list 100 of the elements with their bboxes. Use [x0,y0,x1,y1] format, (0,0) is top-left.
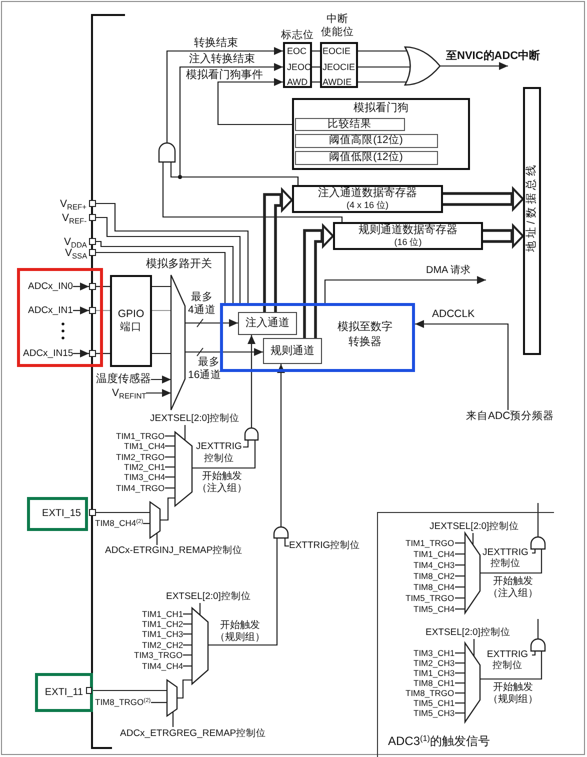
enable-bit-label: AWDIE [320,76,358,88]
signal-label: EXTI_11 [44,686,84,698]
arrow [415,320,509,410]
signal-label: 来自ADC预分频器 [466,410,554,423]
arrow [73,306,89,314]
pin-square [89,238,96,245]
field-label: 比较结果 [328,118,372,130]
bus-arrow [482,224,524,248]
connector-line [165,476,175,478]
connector-line [284,538,289,547]
signal-label: TIM3_CH1 [414,648,455,658]
connector-line [160,497,175,521]
connector-line [472,533,474,545]
signal-label: TIM4_CH4 [142,661,184,671]
connector-line [165,466,175,468]
edge-label: 注入转换结束 [189,53,255,66]
arrow [185,319,238,327]
signal-label: TIM1_CH3 [142,629,184,639]
connector-line [165,487,175,489]
connector-line [156,533,158,545]
control-label: JEXTTRIG控制位 [480,546,532,570]
control-label: EXTTRIG控制位 [289,540,360,552]
signal-label: TIM8_CH4 [414,582,455,592]
signal-label: EXTI_15 [42,508,81,520]
edge-label: 转换结束 [194,37,238,50]
signal-label: TIM3_CH4 [124,472,166,482]
control-label: ADCx-ETRGINJ_REMAP控制位 [105,545,243,557]
flag-bit-label: JEOC [283,61,312,73]
mux-label: 模拟多路开关 [146,258,212,271]
edge-label: 开始触发（规则组） [487,682,539,706]
edge-label: 模拟看门狗事件 [186,68,263,82]
arrow [73,350,89,358]
connector-line [92,690,167,692]
edge-label: 开始触发（注入组） [196,471,248,495]
arrow [185,348,263,356]
connector-line [184,425,186,440]
connector-line [455,712,465,714]
flag-bit-label: EOC [283,45,312,57]
control-label: JEXTTRIG控制位 [195,441,243,465]
channel-box [263,338,322,364]
control-label: EXTSEL[2:0]控制位 [166,591,251,603]
adc-block [220,303,415,372]
edge-label: 最多16通道 [188,356,222,382]
signal-label: TIM2_TRGO [116,452,165,462]
connector-line [480,549,542,574]
connector-line [455,662,465,664]
bus-arrow [442,188,524,210]
connector-line [358,66,410,68]
connector-line [165,445,175,447]
signal-label: TIM1_TRGO [116,431,165,441]
connector-line [165,435,175,437]
pin-square [86,686,92,694]
signal-label: TIM8_TRGO$^{(2)}$ [95,697,151,708]
highlight-frame [27,497,88,531]
block-label: GPIO端口 [117,308,145,334]
register-box [292,185,443,213]
connector-line [152,352,171,354]
signal-label: TIM1_CH2 [142,619,184,629]
pin-square [89,307,96,314]
connector-line [243,440,249,448]
connector-line [480,651,542,680]
connector-line [152,310,171,312]
connector-line [96,216,241,303]
signal-label: TIM5_TRGO [406,592,454,602]
connector-line [455,702,465,704]
register-title: 注入通道数据寄存器 [318,186,417,200]
connector-line [537,619,539,639]
register-size: (4 x 16 位) [346,200,388,212]
arrow [146,389,171,397]
connector-line [537,503,539,537]
connector-line [358,50,407,52]
connector-line [96,202,249,303]
highlight-frame [35,673,93,712]
edge-label: 开始触发（注入组） [487,576,539,600]
channel-box [238,312,297,335]
enable-bit-label: EOCIE [320,45,358,57]
connector-line [455,542,465,544]
control-label: JEXTSEL[2:0]控制位 [430,520,520,532]
signal-label: TIM5_CH1 [414,698,455,708]
bus-arrow [263,188,293,314]
edge-label: ADCCLK [432,308,475,320]
pin-label: ADCx_IN15 [23,347,74,360]
control-label: JEXTSEL[2:0]控制位 [150,413,240,425]
bus-label: 地址/数据总线 [526,162,538,252]
pin-square [89,214,96,221]
connector-line [455,608,465,610]
signal-label: TIM8_CH1 [414,678,455,688]
connector-line [312,66,320,68]
signal-label: TIM2_CH1 [124,462,166,472]
signal-label: TIM1_CH4 [124,441,166,451]
field-label: 阈值低限(12位) [329,151,403,164]
register-heading: 中断使能位 [321,13,355,39]
connector-line [455,553,465,555]
register-field [294,150,438,164]
connector-line [96,286,110,288]
pin-label: V$_{SSA}$ [65,246,88,258]
connector-line [96,512,150,514]
connector-line [455,652,465,654]
gpio-box [110,275,152,367]
block-label: 规则通道 [270,344,314,358]
